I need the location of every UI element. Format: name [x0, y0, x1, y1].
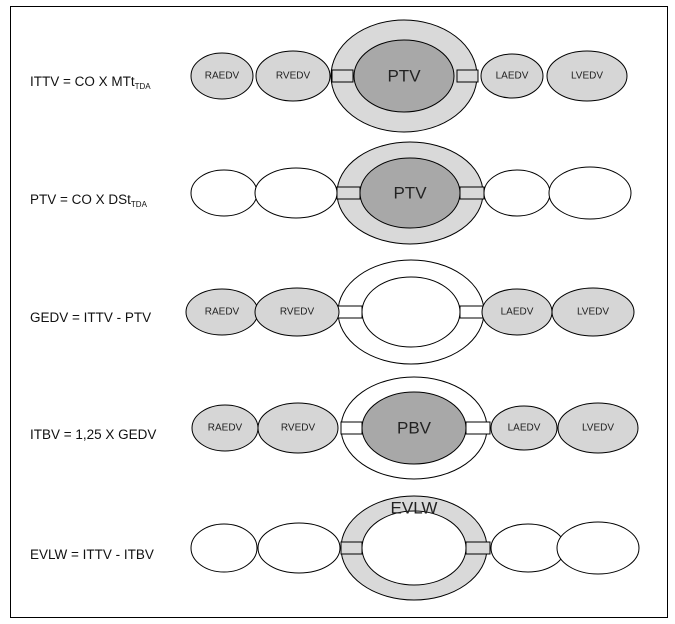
chamber-label-raedv-row-1: RAEDV: [205, 71, 240, 82]
chamber-left-2-row-4: [257, 402, 339, 454]
center-label-ptv-row-1: PTV: [387, 67, 421, 86]
formula-ptv: PTV = CO X DStTDA: [30, 192, 147, 209]
chamber-label-rvedv-row-4: RVEDV: [281, 423, 316, 434]
chamber-right-2-row-2: [548, 166, 632, 220]
chamber-label-lvedv-row-1: LVEDV: [571, 71, 603, 82]
vessel-connector-row-5-1: [340, 541, 363, 555]
vessel-connector-row-2-1: [336, 186, 361, 200]
chamber-left-2-row-5: [257, 522, 341, 574]
vessel-connector-row-4-1: [340, 421, 363, 435]
vessel-connector-row-1-1: [331, 69, 354, 83]
vessel-connector-row-3-2: [459, 305, 485, 319]
vessel-connector-row-3-1: [337, 305, 363, 319]
center-volume-row-2: [359, 157, 461, 229]
center-label-pbv-row-4: PBV: [397, 419, 432, 438]
chamber-right-1-row-2: [483, 169, 551, 217]
chamber-left-1-row-1: [190, 52, 254, 100]
chamber-right-1-row-1: [480, 53, 544, 99]
chamber-label-raedv-row-4: RAEDV: [208, 423, 243, 434]
chamber-label-rvedv-row-1: RVEDV: [276, 71, 311, 82]
chamber-right-2-row-4: [557, 402, 639, 454]
center-volume-row-5: [361, 510, 467, 586]
chamber-right-1-row-5: [490, 523, 566, 573]
formula-itbv: ITBV = 1,25 X GEDV: [30, 427, 157, 442]
vessel-connector-row-5-2: [465, 541, 491, 555]
chamber-left-2-row-3: [254, 287, 340, 337]
chamber-right-1-row-4: [490, 405, 558, 451]
vessel-connector-row-2-2: [459, 186, 485, 200]
chamber-label-raedv-row-3: RAEDV: [205, 307, 240, 318]
formula-evlw: EVLW = ITTV - ITBV: [30, 547, 154, 562]
chamber-left-2-row-2: [254, 167, 338, 219]
chamber-label-lvedv-row-4: LVEDV: [582, 423, 614, 434]
vessel-connector-row-4-2: [465, 421, 491, 435]
chamber-label-rvedv-row-3: RVEDV: [280, 307, 315, 318]
chamber-label-laedv-row-3: LAEDV: [501, 307, 534, 318]
center-volume-row-1: [353, 39, 455, 113]
chamber-label-laedv-row-4: LAEDV: [508, 423, 541, 434]
center-label-ptv-row-2: PTV: [393, 184, 427, 203]
chamber-right-2-row-1: [546, 50, 628, 102]
outer-label-evlw: EVLW: [391, 499, 438, 518]
vessel-connector-row-1-2: [456, 69, 479, 83]
formula-ittv: ITTV = CO X MTtTDA: [30, 74, 151, 91]
chamber-label-lvedv-row-3: LVEDV: [577, 307, 609, 318]
chamber-label-laedv-row-1: LAEDV: [496, 71, 529, 82]
center-volume-row-4: [361, 391, 467, 465]
chamber-right-2-row-5: [556, 521, 640, 575]
chamber-left-1-row-2: [190, 169, 258, 217]
formula-gedv: GEDV = ITTV - PTV: [30, 310, 152, 325]
chamber-right-2-row-3: [551, 287, 635, 337]
chamber-left-2-row-1: [255, 50, 331, 102]
chamber-left-1-row-5: [190, 523, 258, 573]
center-volume-row-3: [361, 276, 461, 348]
